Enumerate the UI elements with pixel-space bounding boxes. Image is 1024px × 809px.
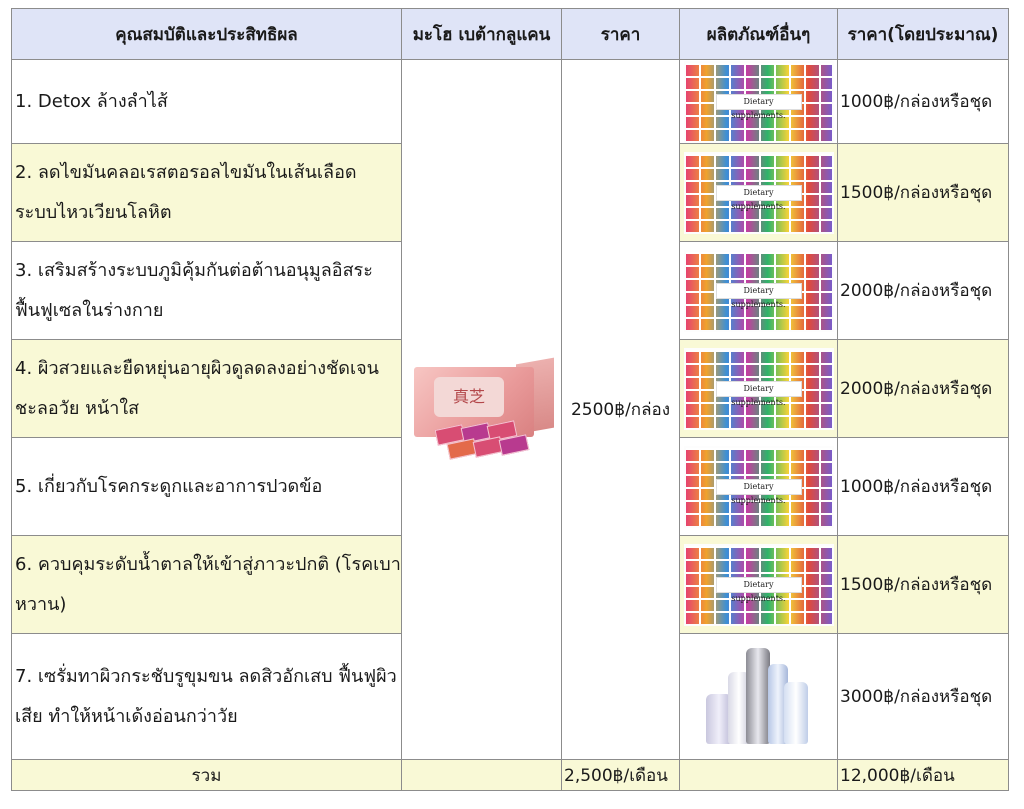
supplements-collage-image: Dietary supplements. — [683, 347, 834, 430]
supplements-collage-image: Dietary supplements. — [683, 543, 834, 626]
table-row: 1. Detox ล้างลำไส้ 真芝 2500฿/กล่อง Diet — [11, 59, 1009, 760]
mahoe-product-image: 真芝 — [406, 355, 556, 465]
mahoe-total: 2,500฿/เดือน — [561, 759, 680, 791]
table-row: 4. ผิวสวยและยืดหยุ่นอายุผิวดูลดลงอย่างชั… — [11, 339, 1009, 438]
table-row: 5. เกี่ยวกับโรคกระดูกและอาการปวดข้อ Diet… — [11, 437, 1009, 536]
supplements-collage-image: Dietary supplements. — [683, 249, 834, 332]
other-product-image-cell: Dietary supplements. — [679, 59, 838, 144]
header-approx-price: ราคา(โดยประมาณ) — [837, 8, 1009, 60]
table-row: 6. ควบคุมระดับน้ำตาลให้เข้าสู่ภาวะปกติ (… — [11, 535, 1009, 634]
header-properties: คุณสมบัติและประสิทธิผล — [11, 8, 402, 60]
approx-price-cell: 1000฿/กล่องหรือชุด — [837, 59, 1009, 144]
property-cell: 2. ลดไขมันคลอเรสตอรอลไขมันในเส้นเลือด ระ… — [11, 143, 402, 242]
total-empty-cell — [401, 759, 562, 791]
comparison-table: คุณสมบัติและประสิทธิผล มะโฮ เบต้ากลูแคน … — [11, 8, 1009, 791]
approx-price-cell: 1500฿/กล่องหรือชุด — [837, 143, 1009, 242]
cosmetic-bottles-image — [684, 642, 834, 752]
total-row: รวม 2,500฿/เดือน 12,000฿/เดือน — [11, 759, 1009, 791]
property-cell: 3. เสริมสร้างระบบภูมิคุ้มกันต่อต้านอนุมู… — [11, 241, 402, 340]
other-product-image-cell: Dietary supplements. — [679, 143, 838, 242]
supplements-collage-image: Dietary supplements. — [683, 60, 834, 143]
header-row: คุณสมบัติและประสิทธิผล มะโฮ เบต้ากลูแคน … — [11, 8, 1009, 60]
total-empty-cell — [679, 759, 838, 791]
other-product-image-cell — [679, 633, 838, 760]
table-row: 2. ลดไขมันคลอเรสตอรอลไขมันในเส้นเลือด ระ… — [11, 143, 1009, 242]
supplements-collage-image: Dietary supplements. — [683, 151, 834, 234]
table-row: 3. เสริมสร้างระบบภูมิคุ้มกันต่อต้านอนุมู… — [11, 241, 1009, 340]
other-total: 12,000฿/เดือน — [837, 759, 1009, 791]
property-cell: 7. เซรั่มทาผิวกระชับรูขุมขน ลดสิวอักเสบ … — [11, 633, 402, 760]
mahoe-image-cell: 真芝 — [401, 59, 562, 760]
other-product-image-cell: Dietary supplements. — [679, 535, 838, 634]
other-product-image-cell: Dietary supplements. — [679, 241, 838, 340]
property-cell: 5. เกี่ยวกับโรคกระดูกและอาการปวดข้อ — [11, 437, 402, 536]
other-product-image-cell: Dietary supplements. — [679, 437, 838, 536]
header-price: ราคา — [561, 8, 680, 60]
property-cell: 1. Detox ล้างลำไส้ — [11, 59, 402, 144]
header-mahoe: มะโฮ เบต้ากลูแคน — [401, 8, 562, 60]
approx-price-cell: 1500฿/กล่องหรือชุด — [837, 535, 1009, 634]
approx-price-cell: 3000฿/กล่องหรือชุด — [837, 633, 1009, 760]
approx-price-cell: 1000฿/กล่องหรือชุด — [837, 437, 1009, 536]
approx-price-cell: 2000฿/กล่องหรือชุด — [837, 241, 1009, 340]
approx-price-cell: 2000฿/กล่องหรือชุด — [837, 339, 1009, 438]
other-product-image-cell: Dietary supplements. — [679, 339, 838, 438]
property-cell: 6. ควบคุมระดับน้ำตาลให้เข้าสู่ภาวะปกติ (… — [11, 535, 402, 634]
table-row: 7. เซรั่มทาผิวกระชับรูขุมขน ลดสิวอักเสบ … — [11, 633, 1009, 760]
total-label: รวม — [11, 759, 402, 791]
header-other-products: ผลิตภัณฑ์อื่นๆ — [679, 8, 838, 60]
mahoe-price-cell: 2500฿/กล่อง — [561, 59, 680, 760]
supplements-collage-image: Dietary supplements. — [683, 445, 834, 528]
property-cell: 4. ผิวสวยและยืดหยุ่นอายุผิวดูลดลงอย่างชั… — [11, 339, 402, 438]
